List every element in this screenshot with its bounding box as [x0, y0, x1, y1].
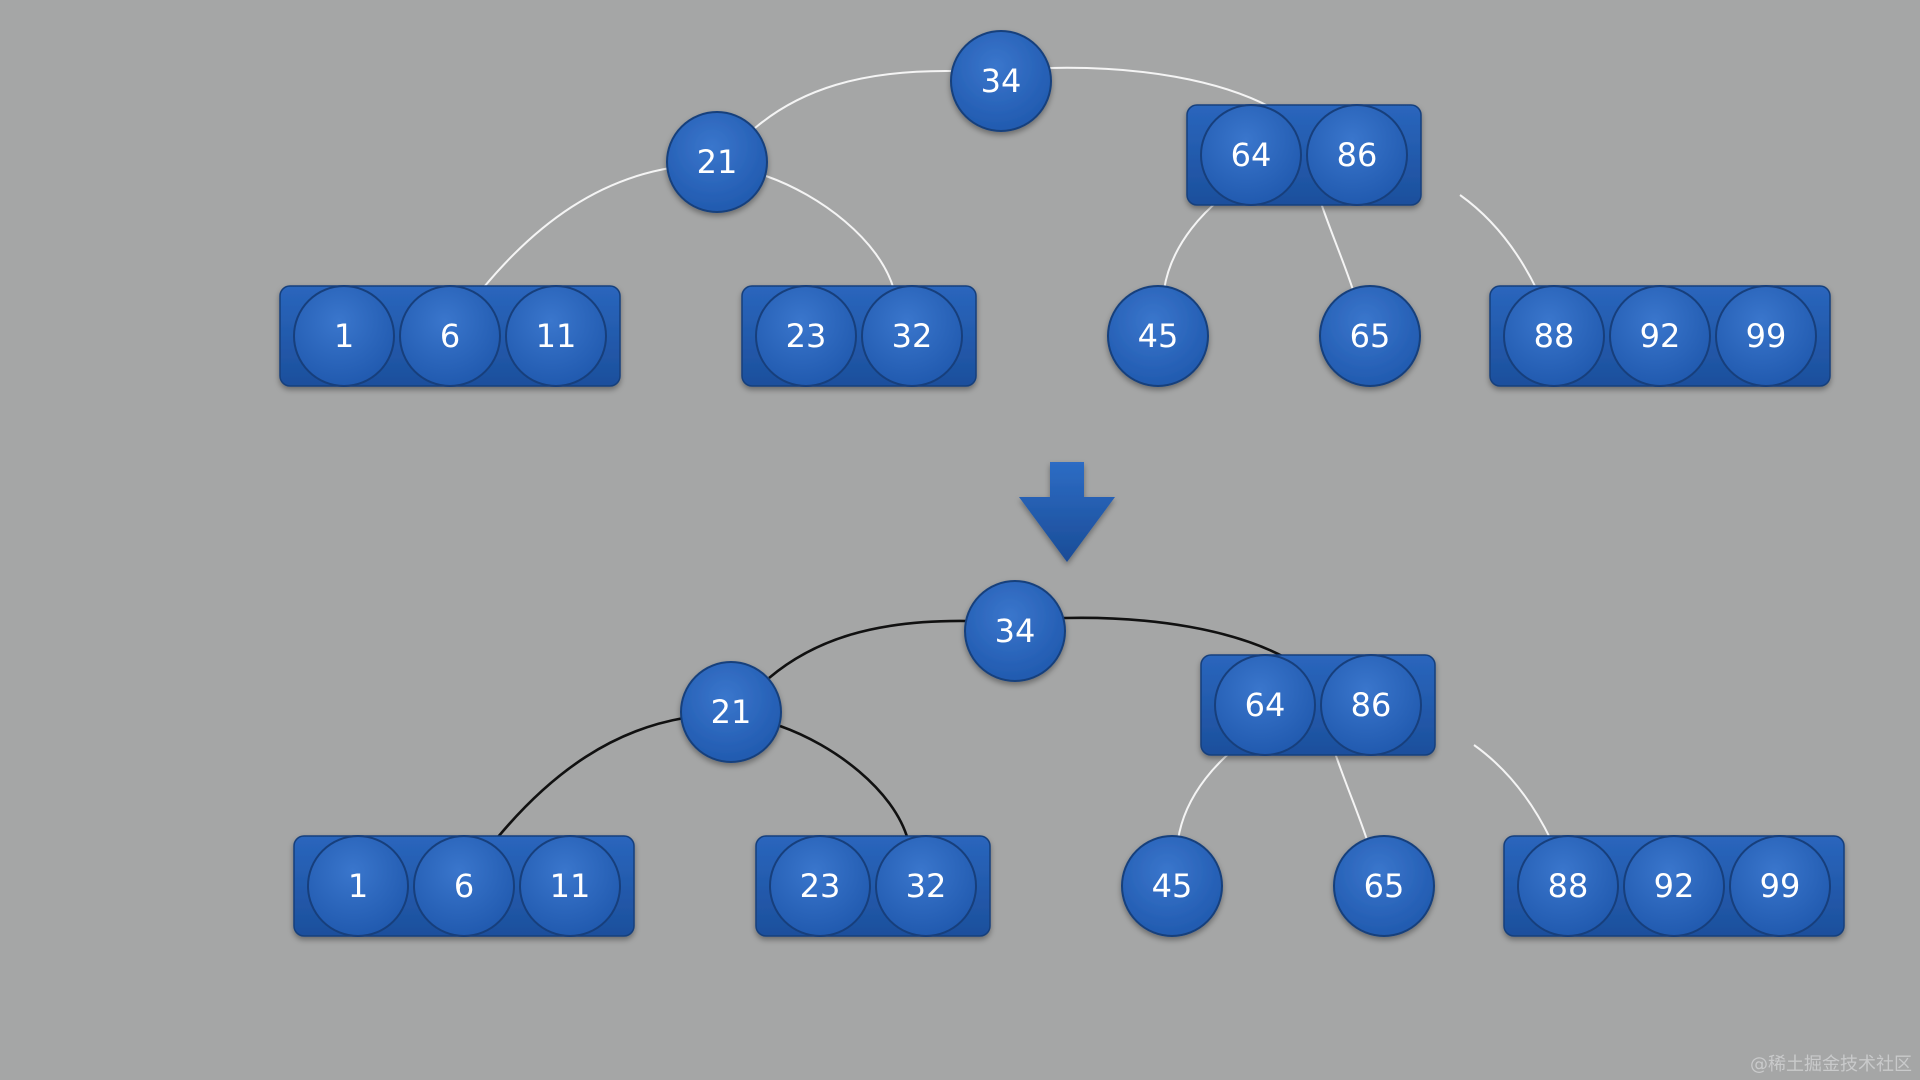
leaf-node: 45: [1107, 285, 1209, 387]
key-label: 92: [1654, 867, 1695, 905]
key-circle: [1200, 104, 1302, 206]
key-label: 11: [550, 867, 591, 905]
key-label: 6: [454, 867, 474, 905]
key-label: 21: [697, 143, 738, 181]
key-label: 92: [1640, 317, 1681, 355]
key-label: 34: [995, 612, 1036, 650]
arrow-down-icon: [1019, 462, 1115, 562]
edge-right-leaf3: [1333, 749, 1368, 841]
key-label: 65: [1364, 867, 1405, 905]
key-label: 86: [1351, 686, 1392, 724]
key-circle: [1333, 835, 1435, 937]
key-label: 34: [981, 62, 1022, 100]
key-label: 45: [1138, 317, 1179, 355]
key-circle: [769, 835, 871, 937]
key-circle: [1623, 835, 1725, 937]
edge-left-leaf1: [779, 724, 910, 841]
key-circle: [519, 835, 621, 937]
key-label: 23: [786, 317, 827, 355]
key-circle: [1319, 285, 1421, 387]
edge-root-left: [754, 69, 953, 129]
root-node: 34: [950, 30, 1052, 132]
key-circle: [1729, 835, 1831, 937]
key-circle: [307, 835, 409, 937]
key-label: 1: [348, 867, 368, 905]
key-label: 32: [906, 867, 947, 905]
edge-root-right: [1063, 616, 1287, 660]
edge-left-leaf0: [497, 716, 685, 838]
leaf-node: 23 32: [755, 835, 991, 937]
leaf-node: 88 92 99: [1503, 835, 1845, 937]
key-circle: [950, 30, 1052, 132]
key-circle: [399, 285, 501, 387]
internal-node: 64 86: [1200, 654, 1436, 756]
key-circle: [666, 111, 768, 213]
key-label: 86: [1337, 136, 1378, 174]
edge-left-leaf1: [765, 175, 895, 291]
key-circle: [1609, 285, 1711, 387]
key-circle: [293, 285, 395, 387]
edge-right-leaf4: [1473, 744, 1552, 841]
key-circle: [1715, 285, 1817, 387]
key-label: 32: [892, 317, 933, 355]
key-label: 23: [800, 867, 841, 905]
key-label: 88: [1548, 867, 1589, 905]
key-circle: [875, 835, 977, 937]
key-circle: [1214, 654, 1316, 756]
key-circle: [1121, 835, 1223, 937]
leaf-node: 45: [1121, 835, 1223, 937]
key-label: 64: [1245, 686, 1286, 724]
key-label: 21: [711, 693, 752, 731]
root-node: 34: [964, 580, 1066, 682]
key-label: 64: [1231, 136, 1272, 174]
edge-left-leaf0: [483, 167, 671, 288]
key-label: 45: [1152, 867, 1193, 905]
key-label: 99: [1746, 317, 1787, 355]
edge-right-leaf4: [1459, 194, 1538, 291]
key-circle: [755, 285, 857, 387]
leaf-node: 88 92 99: [1489, 285, 1831, 387]
edge-root-left: [768, 619, 967, 679]
key-label: 65: [1350, 317, 1391, 355]
internal-node: 64 86: [1186, 104, 1422, 206]
key-circle: [1503, 285, 1605, 387]
internal-node: 21: [666, 111, 768, 213]
edges: [497, 616, 1552, 841]
leaf-node: 65: [1333, 835, 1435, 937]
edge-root-right: [1049, 66, 1273, 109]
key-circle: [680, 661, 782, 763]
key-circle: [1320, 654, 1422, 756]
key-circle: [1107, 285, 1209, 387]
edge-right-leaf3: [1319, 199, 1354, 291]
key-circle: [964, 580, 1066, 682]
key-label: 99: [1760, 867, 1801, 905]
key-label: 11: [536, 317, 577, 355]
key-label: 1: [334, 317, 354, 355]
key-circle: [413, 835, 515, 937]
key-circle: [861, 285, 963, 387]
key-circle: [1517, 835, 1619, 937]
leaf-node: 65: [1319, 285, 1421, 387]
key-circle: [1306, 104, 1408, 206]
watermark: @稀土掘金技术社区: [1750, 1054, 1912, 1075]
key-label: 88: [1534, 317, 1575, 355]
key-circle: [505, 285, 607, 387]
key-label: 6: [440, 317, 460, 355]
internal-node: 21: [680, 661, 782, 763]
leaf-node: 23 32: [741, 285, 977, 387]
